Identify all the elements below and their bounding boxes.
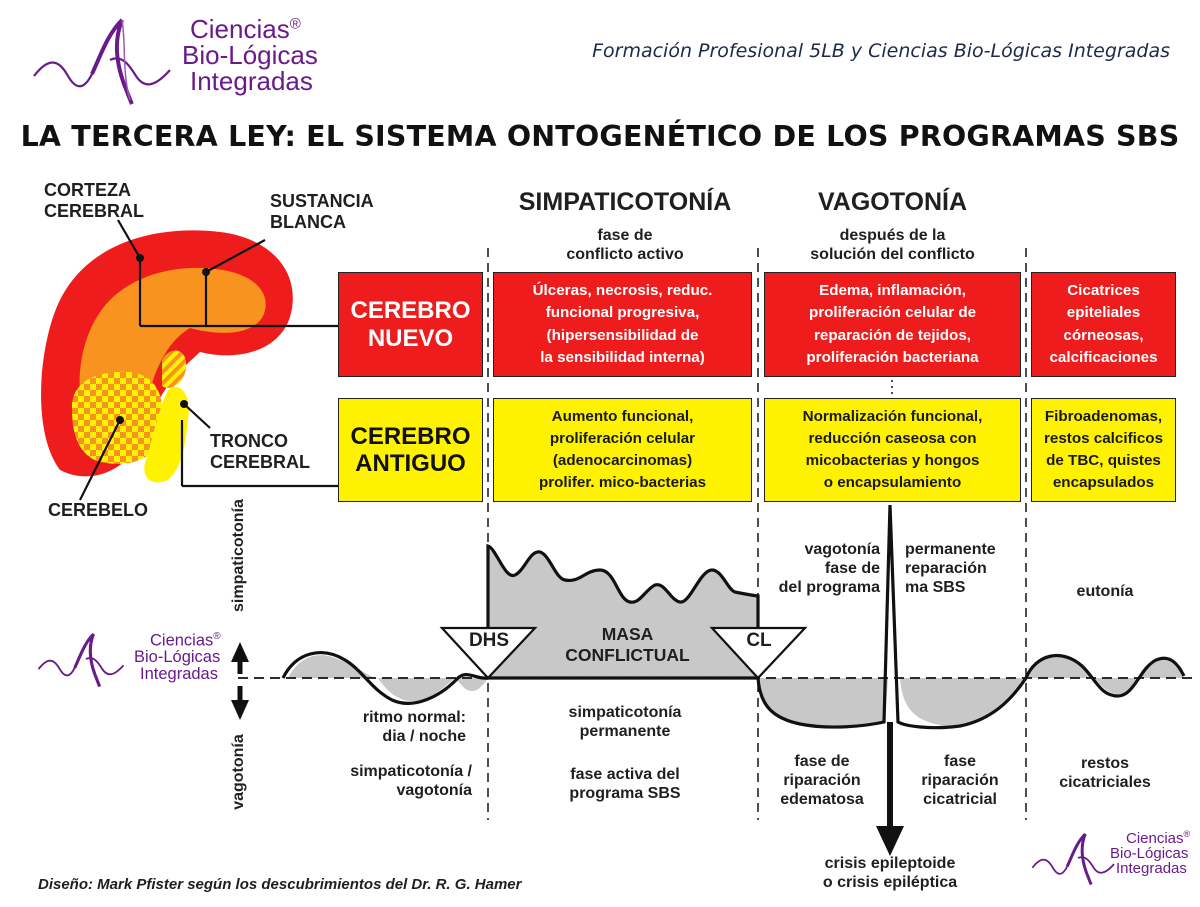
axis-arrow-up (231, 642, 249, 662)
phase-sub-vagotonia: después de la solución del conflicto (810, 227, 975, 263)
logo-line-2: Bio-Lógicas (182, 40, 318, 70)
vagotonia-permanente-right: permanente reparación ma SBS (905, 541, 996, 596)
brain-illustration (41, 219, 338, 501)
logo-line-3: Integradas (190, 66, 313, 96)
logo-middle: Ciencias® Bio-Lógicas Integradas (36, 630, 236, 695)
rhythm-fill-right (1026, 656, 1182, 695)
eutonia-label: eutonía (1076, 583, 1134, 600)
logo-mid-line-3: Integradas (140, 664, 218, 683)
footer-credit: Diseño: Mark Pfister según los descubrim… (38, 876, 522, 893)
axis-arrow-down (231, 700, 249, 720)
logo-wave-icon-small (37, 632, 125, 688)
box-antiguo-repair: Normalización funcional, reducción caseo… (764, 398, 1021, 502)
logo-wave-icon-br (1031, 833, 1115, 886)
logo-line-1: Ciencias® (190, 14, 301, 44)
logo-mid-line-1: Ciencias® (150, 631, 221, 650)
phase-title-simpaticotonia: SIMPATICOTONÍA (518, 188, 732, 216)
label-tronco: TRONCO CEREBRAL (210, 431, 311, 473)
logo-br-line-1: Ciencias® (1126, 829, 1191, 847)
vagotonia-permanente-left: vagotonía fase de del programa (778, 541, 880, 596)
ritmo-normal-label: ritmo normal: dia / noche (362, 709, 466, 745)
dhs-triangle (439, 626, 538, 680)
logo-br-line-3: Integradas (1116, 860, 1187, 877)
axis-label-simpaticotonia: simpaticotonía (230, 499, 247, 612)
box-cerebro-nuevo: CEREBRO NUEVO (338, 272, 483, 377)
rhythm-wave-left (281, 651, 489, 705)
box-antiguo-end: Fibroadenomas, restos calcificos de TBC,… (1031, 398, 1176, 502)
rhythm-wave-right (1024, 654, 1186, 698)
page-title: LA TERCERA LEY: EL SISTEMA ONTOGENÉTICO … (20, 120, 1180, 153)
box-cerebro-antiguo: CEREBRO ANTIGUO (338, 398, 483, 502)
phase-title-vagotonia: VAGOTONÍA (817, 188, 968, 216)
label-cerebelo: CEREBELO (48, 500, 149, 520)
logo-top: Ciencias® Bio-Lógicas Integradas (30, 14, 330, 109)
fase-cicatricial-label: fase riparación cicatricial (921, 753, 999, 808)
box-nuevo-repair: Edema, inflamación, proliferación celula… (764, 272, 1021, 377)
simp-vago-label: simpaticotonía / vagotonía (350, 763, 472, 799)
fase-activa-label: fase activa del programa SBS (569, 766, 681, 802)
logo-wave-icon (33, 18, 171, 105)
box-nuevo-active: Úlceras, necrosis, reduc. funcional prog… (493, 272, 752, 377)
repair-curve (756, 504, 1028, 730)
cl-label: CL (746, 630, 772, 651)
phase-sub-simpaticotonia: fase de conflicto activo (566, 227, 684, 263)
crisis-label: crisis epileptoide o crisis epiléptica (822, 855, 958, 891)
repair-phase-area (758, 678, 888, 726)
brainstem-shape (144, 386, 189, 483)
axis-label-vagotonia: vagotonía (230, 734, 247, 810)
label-sustancia: SUSTANCIA BLANCA (270, 191, 374, 233)
logo-br-line-2: Bio-Lógicas (1110, 845, 1189, 862)
masa-conflictual-label: MASA CONFLICTUAL (565, 624, 690, 665)
fase-edematosa-label: fase de riparación edematosa (780, 753, 864, 808)
box-nuevo-end: Cicatrices epiteliales córneosas, calcif… (1031, 272, 1176, 377)
crisis-arrow-head (876, 826, 904, 856)
midbrain-shape (162, 350, 187, 388)
restos-cicatriciales-label: restos cicatriciales (1059, 755, 1151, 791)
cl-triangle (709, 626, 808, 680)
logo-bottom-right: Ciencias® Bio-Lógicas Integradas (1030, 828, 1198, 893)
box-antiguo-active: Aumento funcional, proliferación celular… (493, 398, 752, 502)
masa-conflictual-area (486, 543, 760, 680)
simp-permanente-label: simpaticotonía permanente (568, 704, 682, 740)
repair-phase-area-2 (900, 678, 1026, 726)
dhs-label: DHS (468, 630, 510, 651)
label-corteza: CORTEZA CEREBRAL (44, 180, 145, 222)
logo-mid-line-2: Bio-Lógicas (134, 648, 221, 666)
header-subtitle: Formación Profesional 5LB y Ciencias Bio… (592, 40, 1170, 62)
